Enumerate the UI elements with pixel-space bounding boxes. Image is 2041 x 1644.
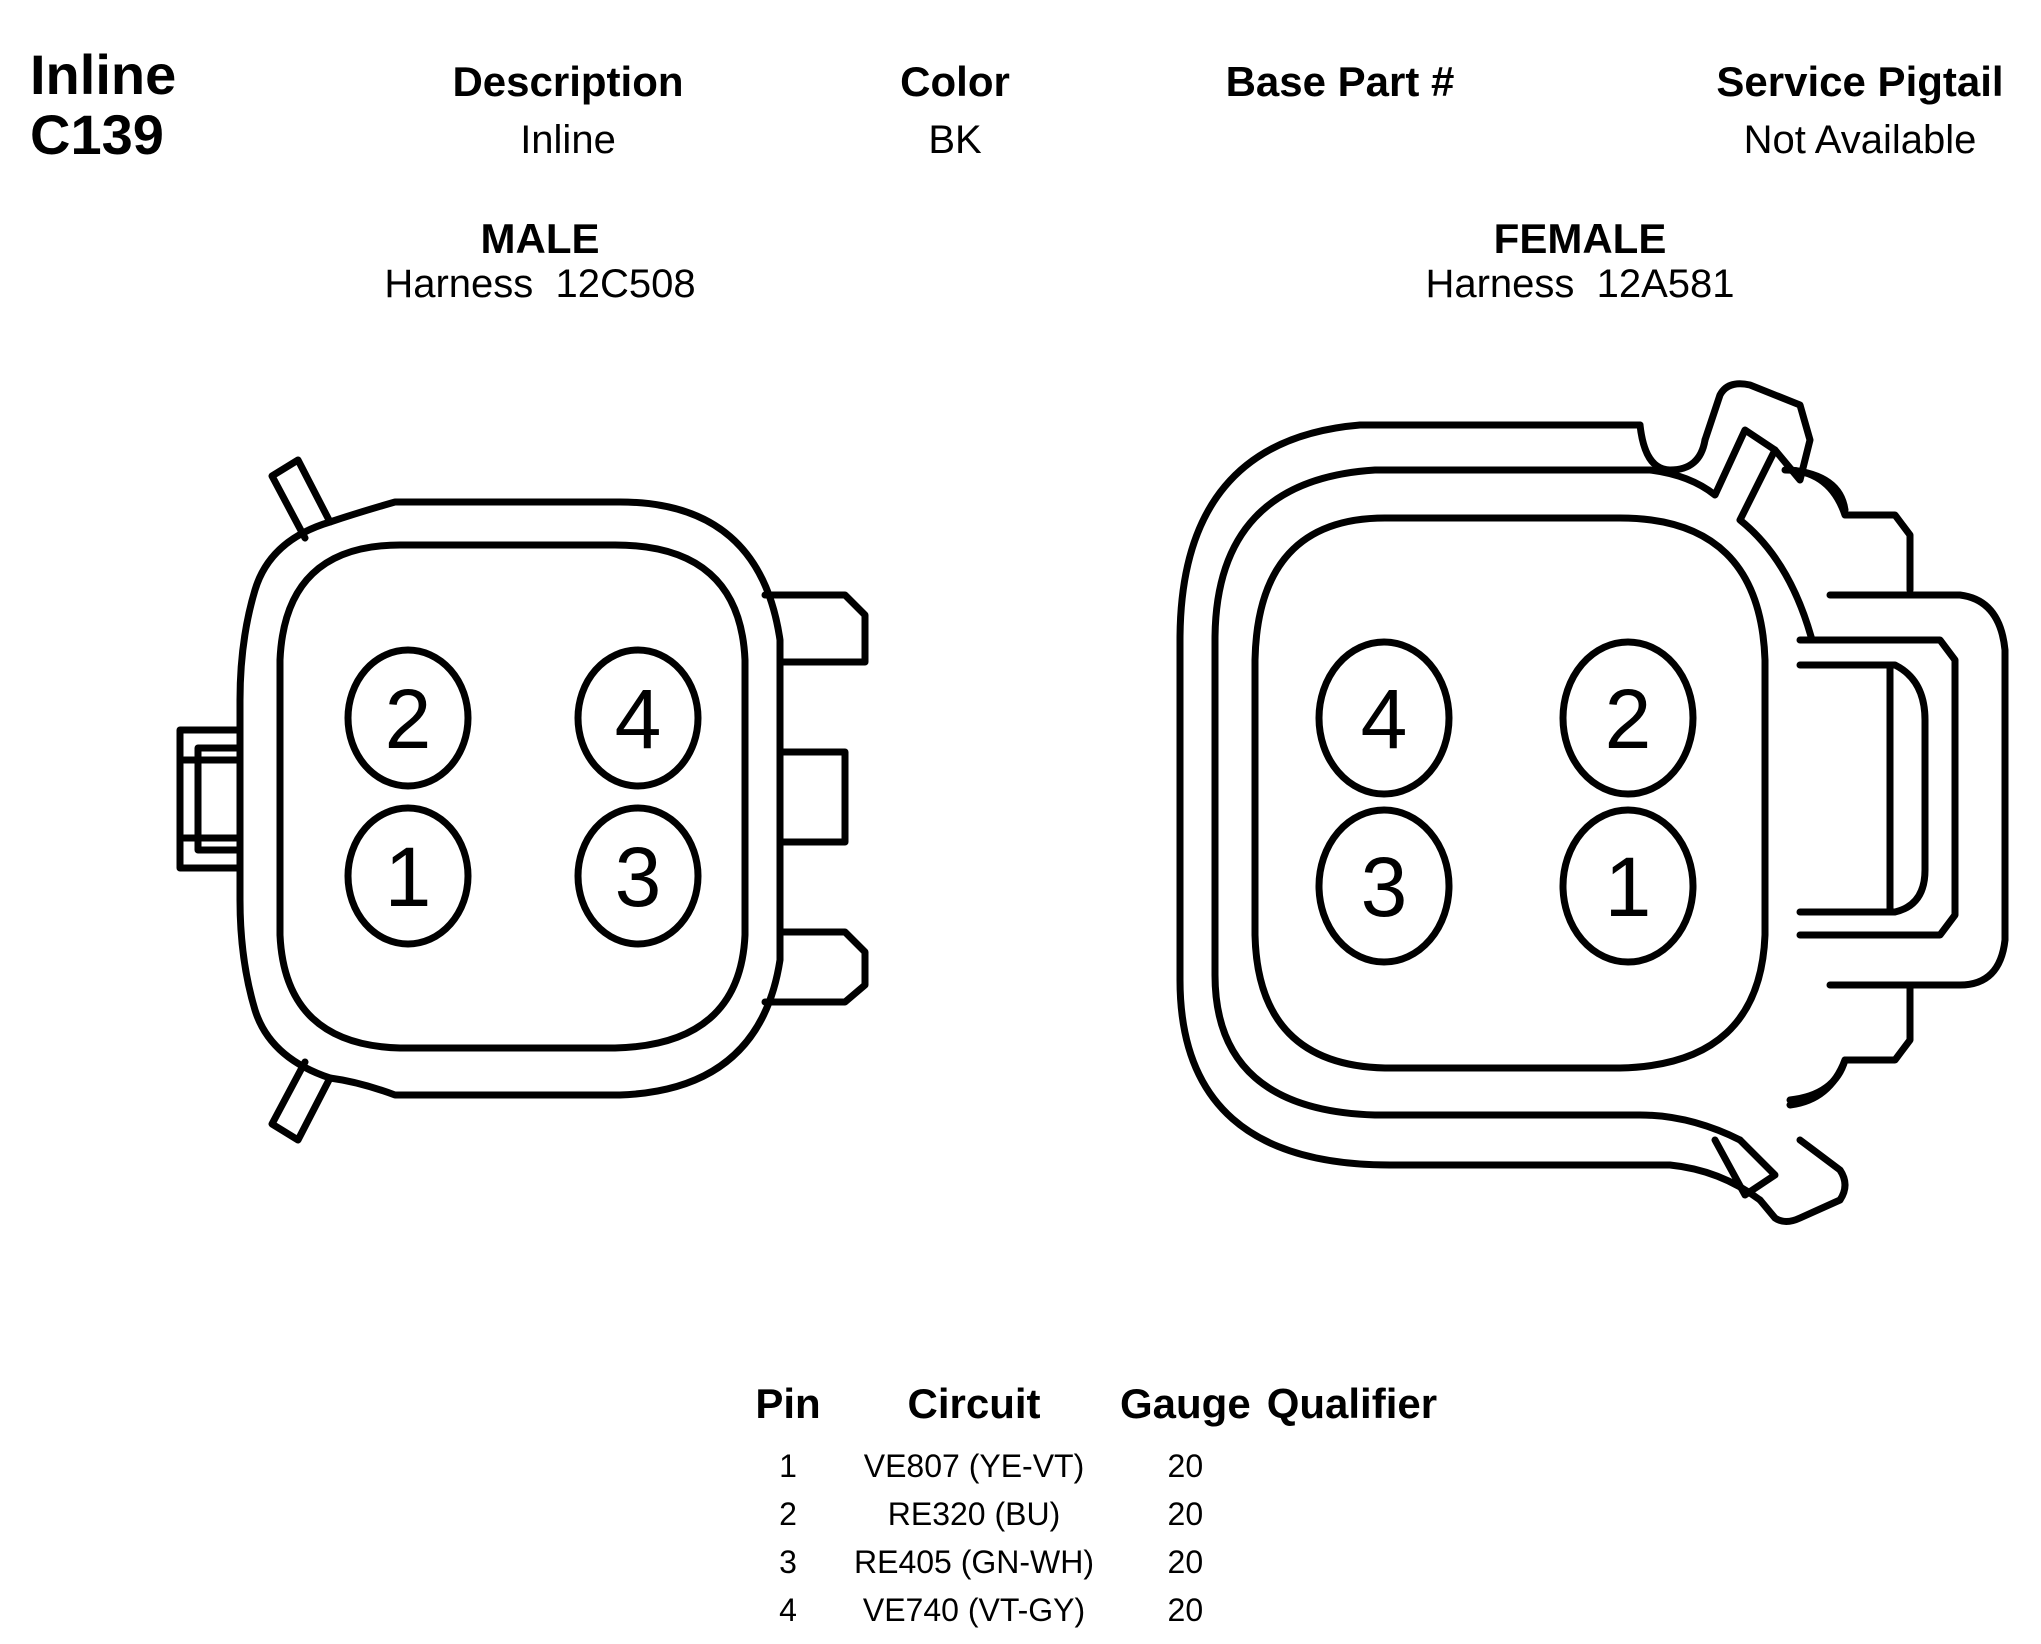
female-outer-body [1176, 421, 1764, 1204]
female-harness: Harness 12A581 [1425, 262, 1735, 306]
pin-column-header: Pin [755, 1380, 821, 1427]
pin-table-header-row: Pin Circuit Gauge Qualifier [740, 1380, 1445, 1442]
female-right-housing [1826, 591, 2009, 989]
description-header: Description [452, 58, 684, 105]
gauge-cell: 20 [1167, 1543, 1204, 1580]
circuit-cell: VE807 (YE-VT) [863, 1447, 1085, 1484]
male-pin-label-2: 2 [385, 672, 432, 766]
female-right-bulge-top [1786, 466, 1849, 514]
female-right-housing-top [1781, 466, 1914, 594]
male-pin-label-3: 3 [615, 830, 662, 924]
male-pin-1-outline [344, 804, 472, 948]
male-outer-body [236, 498, 784, 1099]
table-row: 4 VE740 (VT-GY) 20 [740, 1586, 1445, 1634]
gauge-cell: 20 [1167, 1447, 1204, 1484]
table-row: 2 RE320 (BU) 20 [740, 1490, 1445, 1538]
female-right-bulge-bottom [1786, 1056, 1849, 1104]
male-title: MALE [480, 215, 600, 262]
male-connector [176, 456, 869, 1144]
female-pin-label-1: 1 [1605, 840, 1652, 934]
female-pin-label-2: 2 [1605, 672, 1652, 766]
gauge-column-header: Gauge [1120, 1380, 1251, 1427]
table-row: 1 VE807 (YE-VT) 20 [740, 1442, 1445, 1490]
male-pin-label-4: 4 [615, 672, 662, 766]
female-right-housing-inner [1796, 636, 1959, 939]
qualifier-column-header: Qualifier [1266, 1380, 1438, 1427]
qualifier-cell [1259, 1442, 1445, 1490]
circuit-cell: RE320 (BU) [887, 1495, 1061, 1532]
male-bottom-latch [268, 1058, 334, 1144]
male-left-tab-line [180, 756, 244, 842]
female-right-housing-bottom [1786, 981, 1914, 1109]
service-pigtail-value: Not Available [1743, 118, 1977, 162]
female-title: FEMALE [1493, 215, 1667, 262]
circuit-cell: VE740 (VT-GY) [862, 1591, 1086, 1628]
pin-cell: 4 [779, 1591, 797, 1628]
service-pigtail-header: Service Pigtail [1716, 58, 2004, 105]
qualifier-cell [1259, 1538, 1445, 1586]
qualifier-cell [1259, 1586, 1445, 1634]
female-top-latch-outer [1701, 380, 1814, 484]
male-right-tab-mid [776, 748, 849, 846]
female-second-outline [1211, 466, 1744, 1144]
male-top-latch [268, 456, 334, 542]
male-right-tab-top [761, 591, 869, 666]
male-right-tab-bottom [761, 928, 869, 1006]
male-left-tab-inner [194, 744, 244, 854]
circuit-column-header: Circuit [907, 1380, 1041, 1427]
color-value: BK [928, 118, 982, 162]
base-part-header: Base Part # [1225, 58, 1455, 105]
female-right-tab [1796, 661, 1929, 916]
connector-title: Inline C139 [30, 45, 176, 165]
male-left-tab [176, 726, 244, 872]
gauge-cell: 20 [1167, 1591, 1204, 1628]
male-pin-label-1: 1 [385, 830, 432, 924]
pin-cell: 2 [779, 1495, 797, 1532]
description-value: Inline [520, 118, 616, 162]
female-pin-2-outline [1559, 638, 1697, 798]
pin-cell: 3 [779, 1543, 797, 1580]
connector-title-line1: Inline [30, 43, 177, 106]
female-pin-label-3: 3 [1361, 840, 1408, 934]
female-pin-1-outline [1559, 806, 1697, 966]
male-pin-4-outline [574, 646, 702, 790]
female-top-latch [1646, 426, 1816, 644]
female-pin-3-outline [1315, 806, 1453, 966]
male-pin-2-outline [344, 646, 472, 790]
table-row: 3 RE405 (GN-WH) 20 [740, 1538, 1445, 1586]
qualifier-cell [1259, 1490, 1445, 1538]
female-pin-4-outline [1315, 638, 1453, 798]
female-bottom-latch [1711, 1136, 1779, 1199]
male-pin-3-outline [574, 804, 702, 948]
female-pin-label-4: 4 [1361, 672, 1408, 766]
connector-id: C139 [30, 103, 164, 166]
male-inner-body [276, 541, 749, 1052]
female-bottom-latch-outer [1756, 1136, 1849, 1225]
circuit-cell: RE405 (GN-WH) [853, 1543, 1094, 1580]
color-header: Color [900, 58, 1010, 105]
pin-cell: 1 [779, 1447, 797, 1484]
female-top-notch [1636, 421, 1709, 474]
male-harness: Harness 12C508 [384, 262, 696, 306]
pin-table: Pin Circuit Gauge Qualifier 1 VE807 (YE-… [740, 1380, 1445, 1634]
female-inner-body [1251, 514, 1769, 1072]
female-connector [1176, 380, 2009, 1225]
gauge-cell: 20 [1167, 1495, 1204, 1532]
